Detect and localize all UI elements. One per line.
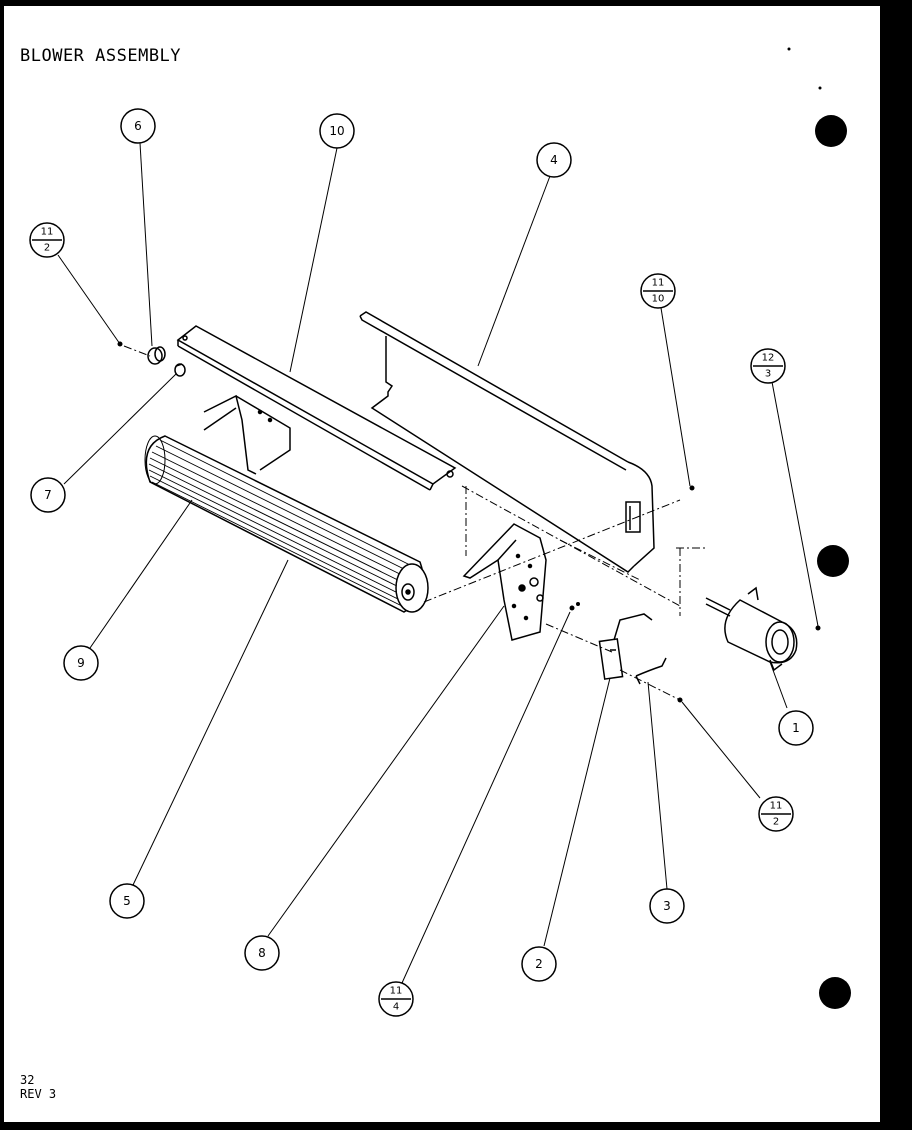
screw-11-10 <box>689 485 695 491</box>
part-10-housing-panel <box>176 325 457 491</box>
screw-12-3 <box>815 625 821 631</box>
svg-text:9: 9 <box>77 656 85 670</box>
callout-10: 10 <box>319 113 355 149</box>
callout-8: 8 <box>244 935 280 971</box>
part-6-bearing <box>147 346 166 365</box>
screw-11-4-a <box>569 605 575 611</box>
svg-text:3: 3 <box>663 899 671 913</box>
callout-9: 9 <box>63 645 99 681</box>
callout-6: 6 <box>120 108 156 144</box>
binder-hole-bottom <box>819 977 851 1009</box>
part-3-strap <box>635 657 667 685</box>
svg-text:2: 2 <box>44 243 50 254</box>
fraction-callout-11-4: 11 4 <box>378 981 414 1017</box>
callout-4: 4 <box>536 142 572 178</box>
binder-hole-top <box>815 115 847 147</box>
svg-text:2: 2 <box>773 817 779 828</box>
fraction-callout-11-10: 11 10 <box>640 273 676 309</box>
svg-text:11: 11 <box>770 801 783 812</box>
svg-text:7: 7 <box>44 488 52 502</box>
speck <box>787 47 791 51</box>
svg-text:11: 11 <box>41 227 54 238</box>
drawing-sheet <box>4 6 880 1122</box>
svg-text:8: 8 <box>258 946 266 960</box>
leader-lines <box>57 142 819 984</box>
svg-text:1: 1 <box>792 721 800 735</box>
assembly-centerlines <box>123 345 706 701</box>
callout-7: 7 <box>30 477 66 513</box>
page-number: 32 <box>20 1073 35 1087</box>
fraction-callout-11-2-left: 11 2 <box>29 222 65 258</box>
part-2-capacitor <box>598 613 653 680</box>
part-4-scroll-housing <box>359 311 655 573</box>
callout-5: 5 <box>109 883 145 919</box>
callout-1: 1 <box>778 710 814 746</box>
svg-text:4: 4 <box>393 1002 399 1013</box>
svg-text:10: 10 <box>329 124 344 138</box>
svg-text:4: 4 <box>550 153 558 167</box>
svg-text:11: 11 <box>652 278 665 289</box>
part-8-motor-bracket <box>462 523 547 641</box>
page-title: BLOWER ASSEMBLY <box>20 46 182 66</box>
binder-hole-middle <box>817 545 849 577</box>
fraction-callout-12-3: 12 3 <box>750 348 786 384</box>
svg-text:2: 2 <box>535 957 543 971</box>
callout-2: 2 <box>521 946 557 982</box>
screw-11-4-b <box>576 602 580 606</box>
svg-text:6: 6 <box>134 119 142 133</box>
part-5-blower-wheel <box>144 435 429 613</box>
fraction-callout-11-2-right: 11 2 <box>758 796 794 832</box>
svg-text:12: 12 <box>762 353 775 364</box>
part-1-motor <box>705 586 798 672</box>
svg-text:5: 5 <box>123 894 131 908</box>
speck <box>818 86 822 90</box>
part-7-bushing <box>174 363 186 377</box>
svg-text:10: 10 <box>652 294 665 305</box>
revision-label: REV 3 <box>20 1087 57 1101</box>
svg-text:11: 11 <box>390 986 403 997</box>
svg-text:3: 3 <box>765 369 771 380</box>
callout-3: 3 <box>649 888 685 924</box>
